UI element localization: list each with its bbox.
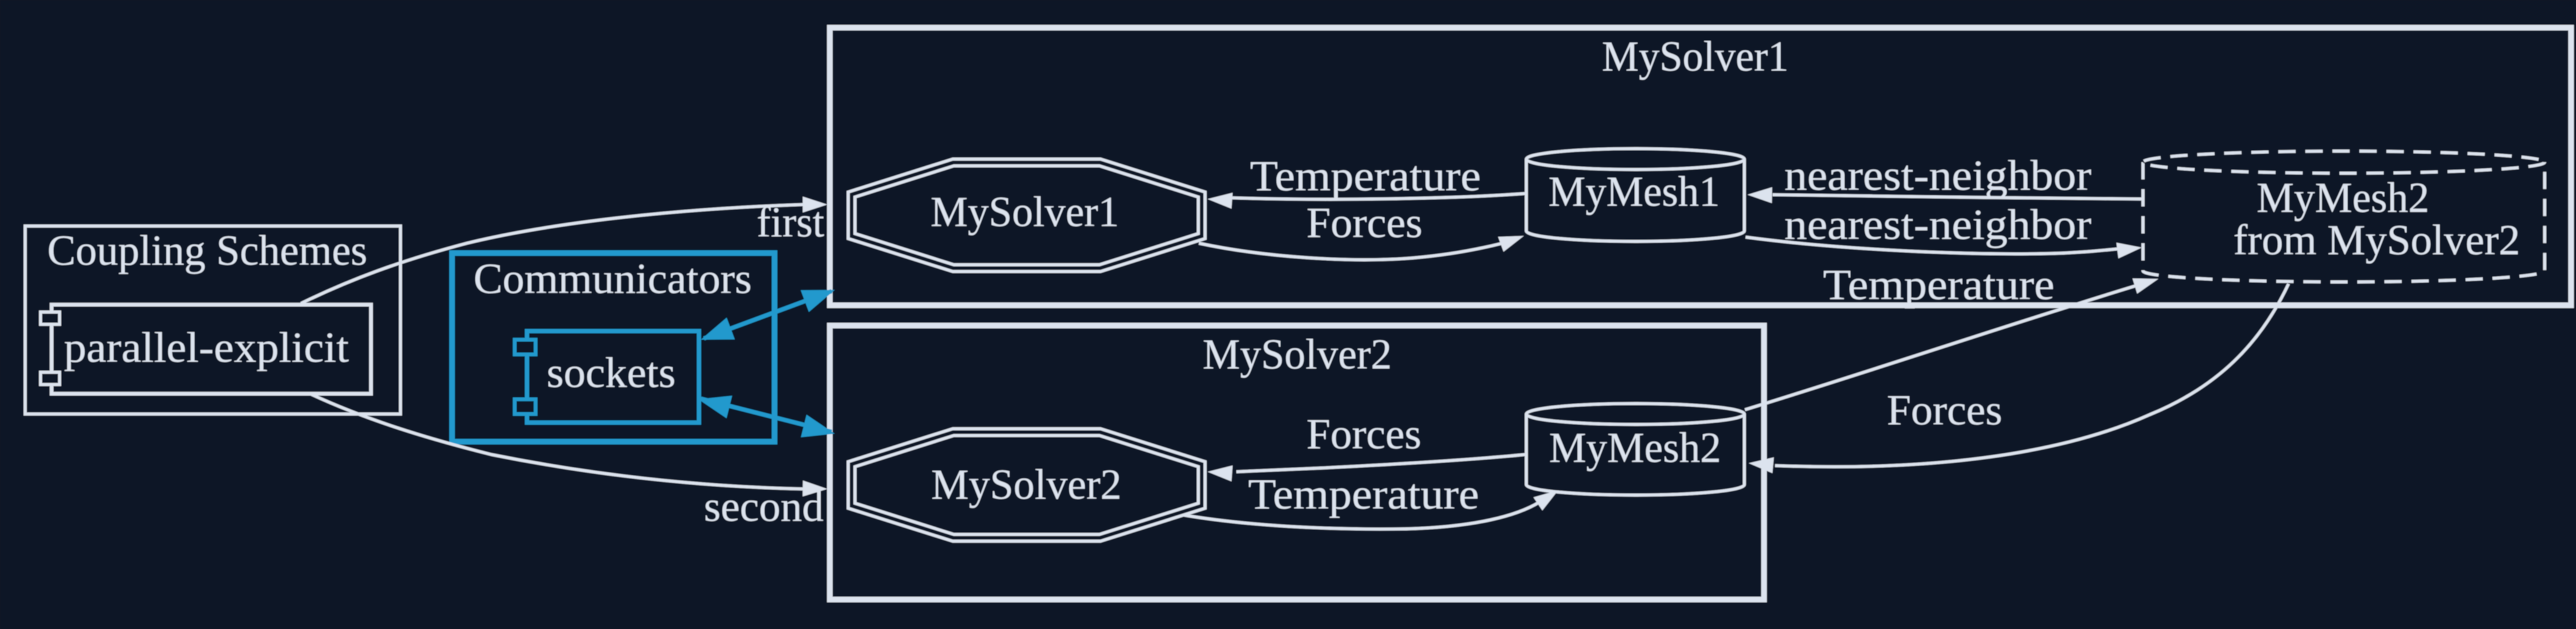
svg-text:Communicators: Communicators bbox=[474, 256, 752, 303]
svg-text:second: second bbox=[704, 483, 824, 531]
svg-text:nearest-neighbor: nearest-neighbor bbox=[1784, 201, 2091, 249]
svg-text:MySolver2: MySolver2 bbox=[1203, 331, 1392, 378]
svg-text:Temperature: Temperature bbox=[1823, 262, 2055, 309]
svg-text:first: first bbox=[757, 199, 825, 246]
svg-text:Forces: Forces bbox=[1887, 387, 2002, 434]
svg-text:Temperature: Temperature bbox=[1250, 153, 1481, 200]
svg-text:MyMesh2: MyMesh2 bbox=[1549, 424, 1721, 472]
svg-text:MySolver2: MySolver2 bbox=[931, 461, 1122, 509]
svg-text:MyMesh2: MyMesh2 bbox=[2257, 174, 2429, 222]
svg-text:MySolver1: MySolver1 bbox=[931, 189, 1119, 236]
svg-text:sockets: sockets bbox=[547, 350, 676, 397]
svg-text:Forces: Forces bbox=[1306, 411, 1421, 458]
svg-text:Temperature: Temperature bbox=[1248, 471, 1479, 518]
svg-text:nearest-neighbor: nearest-neighbor bbox=[1784, 152, 2091, 200]
svg-text:Forces: Forces bbox=[1306, 200, 1423, 247]
svg-text:MySolver1: MySolver1 bbox=[1602, 33, 1789, 80]
svg-text:MyMesh1: MyMesh1 bbox=[1548, 168, 1720, 216]
svg-text:parallel-explicit: parallel-explicit bbox=[64, 324, 349, 372]
svg-text:from MySolver2: from MySolver2 bbox=[2233, 217, 2520, 264]
svg-text:Coupling Schemes: Coupling Schemes bbox=[47, 227, 367, 275]
